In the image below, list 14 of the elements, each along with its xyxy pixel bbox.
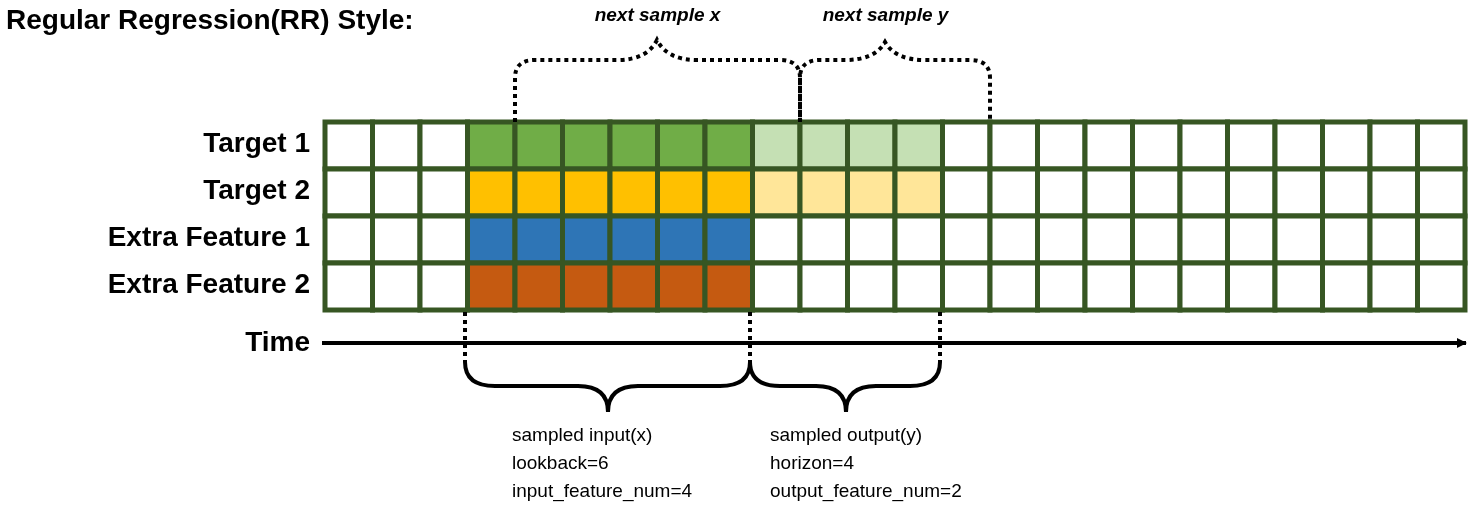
diagram-title: Regular Regression(RR) Style: (6, 4, 414, 37)
row-label: Extra Feature 2 (107, 268, 310, 301)
annotation-text: output_feature_num=2 (770, 480, 962, 502)
axis-label: Time (245, 326, 310, 359)
annotation-text: lookback=6 (512, 452, 609, 474)
row-label: Extra Feature 1 (107, 221, 310, 254)
brace-label: next sample y (821, 4, 950, 26)
annotation-text: horizon=4 (770, 452, 854, 474)
annotation-text: sampled output(y) (770, 424, 923, 446)
annotation-text: sampled input(x) (512, 424, 653, 446)
brace-label: next sample x (593, 4, 722, 26)
annotation-text: input_feature_num=4 (512, 480, 693, 502)
row-label: Target 2 (203, 174, 310, 207)
row-label: Target 1 (203, 127, 310, 160)
